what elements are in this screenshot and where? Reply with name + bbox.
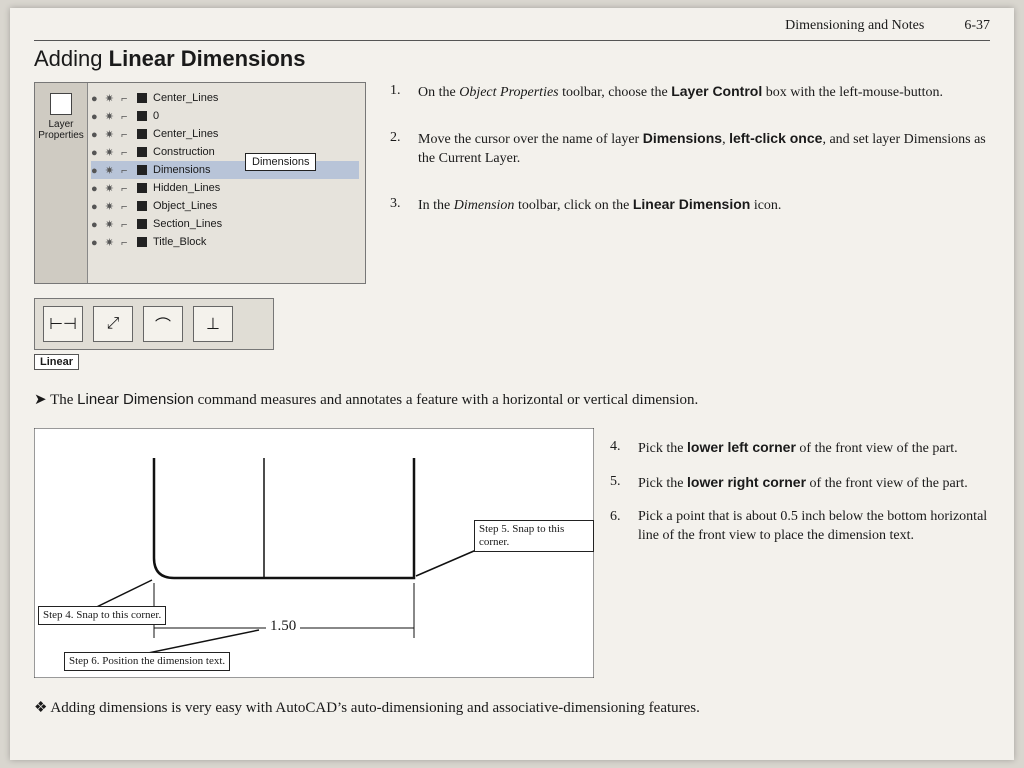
layer-row[interactable]: ● ✷ ⌐Section_Lines — [91, 218, 223, 231]
layer-row[interactable]: ● ✷ ⌐Object_Lines — [91, 200, 218, 213]
step-5: 5.Pick the lower right corner of the fro… — [610, 473, 968, 491]
step-2: 2. Move the cursor over the name of laye… — [390, 129, 986, 166]
aligned-dimension-icon[interactable]: ⤢ — [93, 306, 133, 342]
color-swatch — [137, 201, 147, 211]
color-swatch — [137, 129, 147, 139]
layer-row[interactable]: ● ✷ ⌐Construction — [91, 146, 215, 159]
layer-row[interactable]: ● ✷ ⌐Center_Lines — [91, 128, 219, 141]
callout-step5: Step 5. Snap to this corner. — [474, 520, 594, 553]
layer-row[interactable]: ● ✷ ⌐0 — [91, 110, 160, 123]
color-swatch — [137, 237, 147, 247]
chapter-title: Dimensioning and Notes — [785, 18, 925, 33]
step-6: 6.Pick a point that is about 0.5 inch be… — [610, 508, 988, 543]
color-swatch — [137, 219, 147, 229]
color-swatch — [137, 165, 147, 175]
steps-list: 1. On the Object Properties toolbar, cho… — [390, 82, 990, 242]
intro-paragraph: ➤ The Linear Dimension command measures … — [34, 391, 699, 408]
running-head: Dimensioning and Notes 6-37 — [34, 18, 990, 41]
page-number: 6-37 — [964, 18, 990, 33]
layer-state-icons: ● ✷ ⌐ — [91, 200, 130, 213]
layer-properties-button[interactable]: Layer Properties — [35, 83, 88, 283]
layer-state-icons: ● ✷ ⌐ — [91, 218, 130, 231]
layer-row-selected[interactable]: ● ✷ ⌐Dimensions — [91, 161, 359, 179]
color-swatch — [137, 183, 147, 193]
layer-state-icons: ● ✷ ⌐ — [91, 146, 130, 159]
color-swatch — [137, 93, 147, 103]
dimension-text: 1.50 — [266, 618, 301, 635]
color-swatch — [137, 111, 147, 121]
front-view-drawing: Step 4. Snap to this corner. Step 5. Sna… — [33, 427, 595, 679]
callout-step6: Step 6. Position the dimension text. — [64, 652, 231, 672]
layer-properties-icon — [50, 93, 72, 115]
layer-state-icons: ● ✷ ⌐ — [91, 92, 130, 105]
layer-state-icons: ● ✷ ⌐ — [91, 164, 130, 177]
linear-tooltip: Linear — [34, 354, 80, 370]
layer-state-icons: ● ✷ ⌐ — [91, 182, 130, 195]
drawing-svg — [33, 427, 595, 679]
dimension-toolbar: ⊢⊣ ⤢ ⌒ ⊥ — [34, 298, 274, 350]
layer-row[interactable]: ● ✷ ⌐Title_Block — [91, 236, 207, 249]
tooltip: Dimensions — [245, 153, 317, 171]
layer-row[interactable]: ● ✷ ⌐Hidden_Lines — [91, 182, 221, 195]
step-1: 1. On the Object Properties toolbar, cho… — [390, 83, 944, 100]
steps-list-2: 4.Pick the lower left corner of the fron… — [610, 438, 990, 560]
ordinate-dimension-icon[interactable]: ⊥ — [193, 306, 233, 342]
summary-note: ❖ Adding dimensions is very easy with Au… — [34, 700, 700, 716]
layer-state-icons: ● ✷ ⌐ — [91, 110, 130, 123]
color-swatch — [137, 147, 147, 157]
layer-list[interactable]: ● ✷ ⌐Center_Lines ● ✷ ⌐0 ● ✷ ⌐Center_Lin… — [91, 89, 359, 251]
layer-state-icons: ● ✷ ⌐ — [91, 236, 130, 249]
linear-dimension-icon[interactable]: ⊢⊣ — [43, 306, 83, 342]
book-page: Dimensioning and Notes 6-37 Adding Linea… — [10, 8, 1014, 760]
layer-state-icons: ● ✷ ⌐ — [91, 128, 130, 141]
section-title: Adding Linear Dimensions — [34, 46, 306, 71]
arc-length-icon[interactable]: ⌒ — [143, 306, 183, 342]
step-3: 3. In the Dimension toolbar, click on th… — [390, 195, 782, 213]
callout-step4: Step 4. Snap to this corner. — [38, 606, 167, 626]
layer-row[interactable]: ● ✷ ⌐Center_Lines — [91, 92, 219, 105]
step-4: 4.Pick the lower left corner of the fron… — [610, 439, 958, 456]
layer-control-panel[interactable]: Layer Properties ● ✷ ⌐Center_Lines ● ✷ ⌐… — [34, 82, 366, 284]
